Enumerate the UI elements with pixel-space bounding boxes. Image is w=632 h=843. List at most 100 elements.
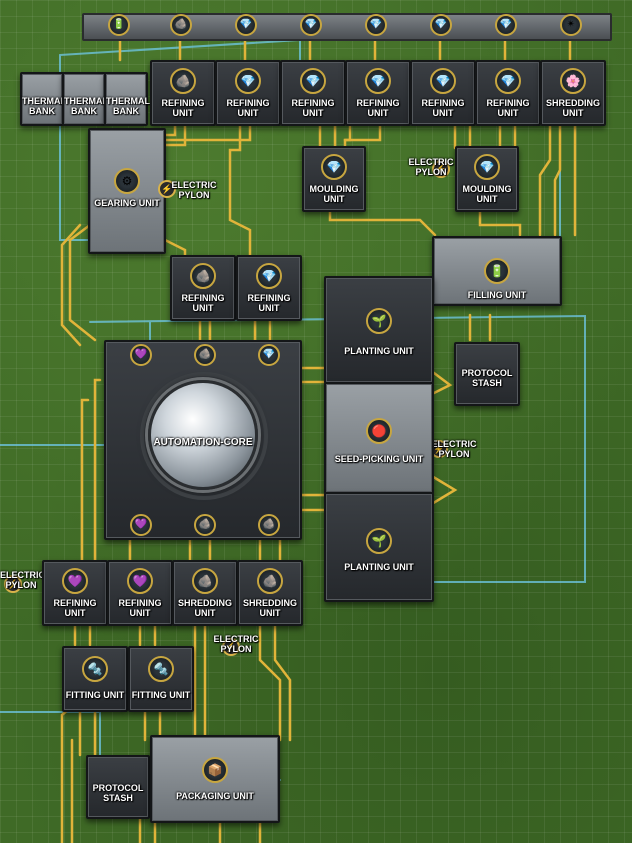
- filling-unit-label: FILLING UNIT: [467, 290, 527, 300]
- packaging-unit[interactable]: 📦 PACKAGING UNIT: [150, 735, 280, 823]
- filling-unit[interactable]: 🔋 FILLING UNIT: [432, 236, 562, 306]
- unit-label: REFINING UNIT: [226, 98, 270, 118]
- moulding-unit-label: MOULDING UNIT: [462, 184, 512, 204]
- planting-unit-1[interactable]: 🌱 PLANTING UNIT: [324, 276, 434, 384]
- battery-icon: 🔋: [108, 14, 130, 36]
- seed-picking-unit[interactable]: 🔴 SEED-PICKING UNIT: [324, 382, 434, 494]
- protocol-stash-label: PROTOCOL STASH: [461, 368, 513, 388]
- crystal-icon: 💎: [430, 14, 452, 36]
- refining-unit-top-1[interactable]: 🪨 REFINING UNIT: [150, 60, 216, 126]
- pylon-label: ELECTRIC PYLON: [408, 157, 454, 177]
- ore-icon: 🪨: [170, 68, 196, 94]
- pylon-label: ELECTRIC PYLON: [171, 180, 217, 200]
- protocol-stash-2[interactable]: PROTOCOL STASH: [86, 755, 150, 819]
- mid-refining-unit-2[interactable]: 💎 REFINING UNIT: [236, 255, 302, 321]
- ore-icon: 🪨: [190, 263, 216, 289]
- core-ring: [140, 372, 268, 500]
- unit-label: REFINING UNIT: [53, 598, 97, 618]
- gearing-unit[interactable]: ⚙ GEARING UNIT: [88, 128, 166, 254]
- unit-label: SHREDDING UNIT: [545, 98, 600, 118]
- refining-unit-top-3[interactable]: 💎 REFINING UNIT: [280, 60, 346, 126]
- refining-unit-top-4[interactable]: 💎 REFINING UNIT: [345, 60, 411, 126]
- moulding-unit-1[interactable]: 💎 MOULDING UNIT: [302, 146, 366, 212]
- refining-unit-label: REFINING UNIT: [247, 293, 291, 313]
- pink-crystal-icon: 🌸: [560, 68, 586, 94]
- crystal-icon: 💎: [321, 154, 347, 180]
- thermal-bank-label: THERMAL BANK: [22, 96, 66, 116]
- mid-refining-unit-1[interactable]: 🪨 REFINING UNIT: [170, 255, 236, 321]
- pylon-label: ELECTRIC PYLON: [213, 634, 259, 654]
- gearing-unit-label: GEARING UNIT: [94, 198, 160, 208]
- electric-pylon-icon[interactable]: ⚡: [432, 160, 450, 178]
- core-label: AUTOMATION-CORE: [153, 437, 253, 448]
- packaging-unit-label: PACKAGING UNIT: [176, 791, 254, 801]
- unit-label: REFINING UNIT: [421, 98, 465, 118]
- moulding-unit-label: MOULDING UNIT: [309, 184, 359, 204]
- refining-unit-top-5[interactable]: 💎 REFINING UNIT: [410, 60, 476, 126]
- crystal-icon: 💎: [365, 14, 387, 36]
- crystal-icon: 💎: [300, 68, 326, 94]
- package-icon: 📦: [202, 757, 228, 783]
- crystal-icon: 💎: [430, 68, 456, 94]
- crystal-icon: 💎: [258, 344, 280, 366]
- crystal-icon: 💎: [256, 263, 282, 289]
- refining-unit-bottom-2[interactable]: 💜 REFINING UNIT: [107, 560, 173, 626]
- crystal-icon: 💜: [130, 344, 152, 366]
- crystal-icon: 💎: [300, 14, 322, 36]
- seed-icon: 🌱: [366, 308, 392, 334]
- unit-label: SHREDDING UNIT: [242, 598, 297, 618]
- fitting-unit-1[interactable]: 🔩 FITTING UNIT: [62, 646, 128, 712]
- fitting-unit-label: FITTING UNIT: [131, 690, 191, 700]
- pylon-label: ELECTRIC PYLON: [431, 439, 477, 459]
- shredding-unit-top-7[interactable]: 🌸 SHREDDING UNIT: [540, 60, 606, 126]
- fitting-unit-label: FITTING UNIT: [65, 690, 125, 700]
- planting-unit-label: PLANTING UNIT: [344, 346, 414, 356]
- crystal-icon: 💜: [62, 568, 88, 594]
- seed-icon: 🌱: [366, 528, 392, 554]
- electric-pylon-icon[interactable]: ⚡: [158, 180, 176, 198]
- fitting-unit-2[interactable]: 🔩 FITTING UNIT: [128, 646, 194, 712]
- protocol-stash-label: PROTOCOL STASH: [92, 783, 144, 803]
- unit-label: REFINING UNIT: [118, 598, 162, 618]
- unit-label: REFINING UNIT: [161, 98, 205, 118]
- planting-unit-label: PLANTING UNIT: [344, 562, 414, 572]
- thermal-bank-3[interactable]: THERMAL BANK: [104, 72, 150, 126]
- electric-pylon-icon[interactable]: ⚡: [4, 575, 22, 593]
- core-dome: [148, 380, 258, 490]
- thermal-bank-2[interactable]: THERMAL BANK: [62, 72, 108, 126]
- unit-label: REFINING UNIT: [291, 98, 335, 118]
- refining-unit-top-2[interactable]: 💎 REFINING UNIT: [215, 60, 281, 126]
- seed-pod-icon: 🔴: [366, 418, 392, 444]
- shredding-unit-bottom-3[interactable]: 🪨SHREDDING UNIT: [172, 560, 238, 626]
- moulding-unit-2[interactable]: 💎 MOULDING UNIT: [455, 146, 519, 212]
- ore-icon: 🪨: [258, 514, 280, 536]
- crystal-icon: 💜: [127, 568, 153, 594]
- thermal-bank-label: THERMAL BANK: [106, 96, 150, 116]
- ore-icon: 🪨: [192, 568, 218, 594]
- gear-icon: ⚙: [114, 168, 140, 194]
- battery-icon: 🔋: [484, 258, 510, 284]
- thermal-bank-label: THERMAL BANK: [64, 96, 108, 116]
- unit-label: REFINING UNIT: [486, 98, 530, 118]
- ore-icon: 🪨: [257, 568, 283, 594]
- crystal-icon: 💎: [235, 68, 261, 94]
- crystal-icon: 💎: [365, 68, 391, 94]
- crystal-icon: 💎: [474, 154, 500, 180]
- refining-unit-top-6[interactable]: 💎REFINING UNIT: [475, 60, 541, 126]
- refining-unit-bottom-1[interactable]: 💜 REFINING UNIT: [42, 560, 108, 626]
- electric-pylon-icon[interactable]: ⚡: [222, 638, 240, 656]
- automation-core[interactable]: 💜 🪨 💎 💜 🪨 🪨 AUTOMATION-CORE: [104, 340, 302, 540]
- seed-picking-label: SEED-PICKING UNIT: [334, 454, 424, 464]
- thermal-bank-1[interactable]: THERMAL BANK: [20, 72, 66, 126]
- crystal-icon: 💎: [495, 14, 517, 36]
- bolt-icon: 🔩: [82, 656, 108, 682]
- refining-unit-label: REFINING UNIT: [181, 293, 225, 313]
- crystal-icon: 💎: [235, 14, 257, 36]
- crystal-icon: 💜: [130, 514, 152, 536]
- shredding-unit-bottom-4[interactable]: 🪨 SHREDDING UNIT: [237, 560, 303, 626]
- ore-cluster-icon: ✴: [560, 14, 582, 36]
- protocol-stash-1[interactable]: PROTOCOL STASH: [454, 342, 520, 406]
- planting-unit-2[interactable]: 🌱 PLANTING UNIT: [324, 492, 434, 602]
- unit-label: REFINING UNIT: [356, 98, 400, 118]
